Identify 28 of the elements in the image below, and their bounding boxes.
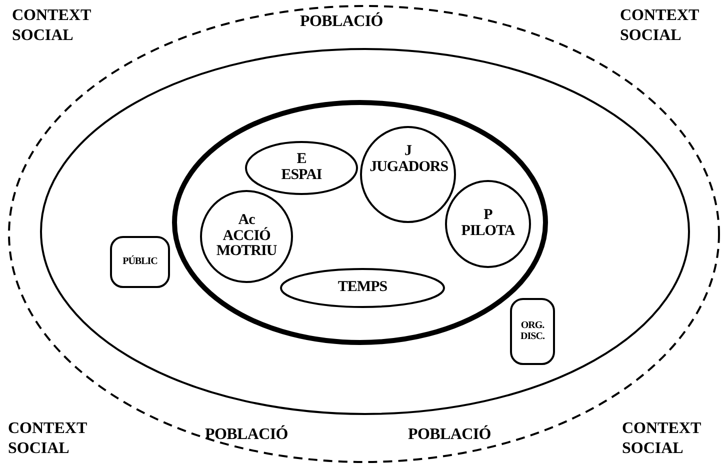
- ellipse-boundary: [172, 100, 548, 345]
- node-symbol: Ac: [238, 212, 255, 228]
- rounded-box: [510, 298, 555, 365]
- ellipse-boundary: [40, 48, 690, 415]
- node-label: PILOTA: [461, 224, 515, 240]
- node-label: ORG. DISC.: [520, 321, 546, 342]
- population-label: POBLACIÓ: [408, 426, 491, 444]
- ellipse-node: [200, 190, 293, 283]
- node-symbol: J: [404, 144, 412, 160]
- node-label: JUGADORS: [370, 160, 446, 176]
- population-label: POBLACIÓ: [300, 13, 383, 31]
- node-label: PÚBLIC: [122, 256, 158, 268]
- node-label: ACCIÓ MOTRIU: [215, 228, 278, 260]
- ellipse-node: [280, 268, 445, 308]
- context-label: CONTEXT SOCIAL: [8, 419, 88, 459]
- node-symbol: E: [296, 152, 306, 168]
- context-label: CONTEXT SOCIAL: [620, 6, 700, 46]
- ellipse-node: [360, 126, 456, 223]
- ellipse-node: [8, 5, 720, 463]
- rounded-box: [110, 236, 170, 288]
- context-label: CONTEXT SOCIAL: [622, 419, 702, 459]
- context-label: CONTEXT SOCIAL: [12, 6, 92, 46]
- population-label: POBLACIÓ: [205, 426, 288, 444]
- node-label: ESPAI: [281, 168, 322, 184]
- node-label: TEMPS: [338, 280, 388, 296]
- ellipse-node: [445, 180, 531, 268]
- ellipse-node: [245, 141, 358, 195]
- node-symbol: P: [484, 208, 492, 224]
